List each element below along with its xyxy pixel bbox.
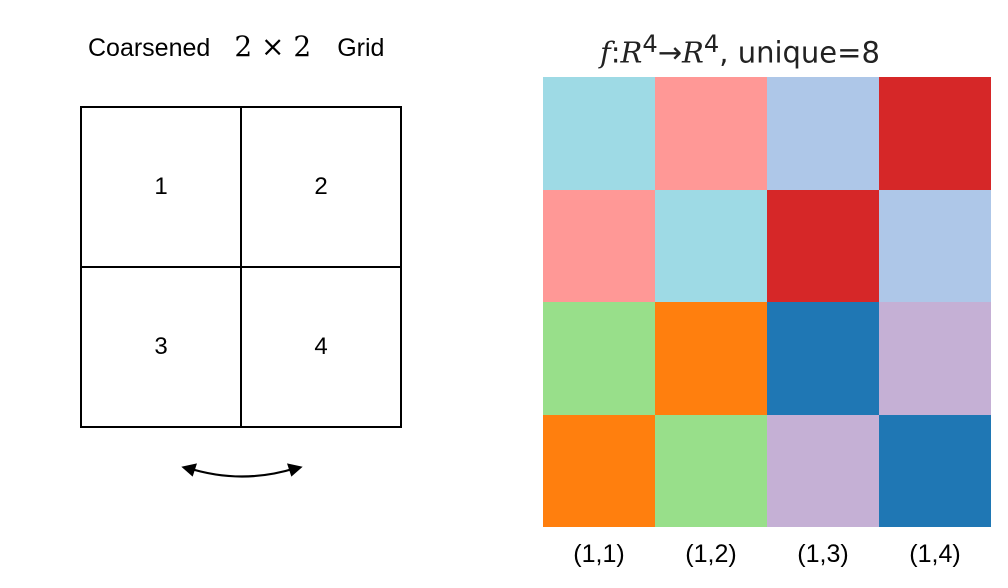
heatmap-cell-r3-c1 — [543, 302, 655, 415]
heatmap — [543, 77, 991, 527]
heatmap-cell-r3-c4 — [879, 302, 991, 415]
title-domain-exp: 4 — [642, 30, 658, 58]
coarsened-grid: 1 2 3 4 — [80, 106, 402, 428]
title-prefix: Coarsened — [88, 34, 211, 62]
curved-double-arrow-icon — [181, 463, 303, 478]
grid-cell-4: 4 — [241, 267, 400, 426]
title-rest: , unique=8 — [719, 35, 880, 70]
heatmap-cell-r4-c1 — [543, 414, 655, 527]
x-tick-label: (1,2) — [685, 540, 737, 568]
heatmap-cell-r1-c1 — [543, 77, 655, 190]
title-math: 2 × 2 — [234, 30, 312, 63]
grid-cell-1: 1 — [82, 108, 241, 267]
heatmap-cell-r4-c3 — [767, 414, 879, 527]
grid-cell-3: 3 — [82, 267, 241, 426]
heatmap-cell-r2-c1 — [543, 189, 655, 302]
grid-cell-2: 2 — [241, 108, 400, 267]
title-colon: : — [610, 35, 621, 70]
heatmap-cell-r3-c3 — [767, 302, 879, 415]
heatmap-cell-r2-c4 — [879, 189, 991, 302]
title-suffix: Grid — [337, 34, 385, 62]
x-tick-label: (1,1) — [573, 540, 625, 568]
title-codomain: R — [682, 35, 704, 70]
title-arrow: → — [657, 35, 683, 70]
heatmap-cell-r1-c4 — [879, 77, 991, 190]
heatmap-title: f:R4→R4, unique=8 — [600, 30, 880, 70]
heatmap-cell-r2-c2 — [655, 189, 767, 302]
title-domain: R — [620, 35, 643, 70]
title-codomain-exp: 4 — [703, 30, 720, 58]
coarsened-grid-title: Coarsened 2 × 2 Grid — [88, 30, 384, 63]
heatmap-cell-r2-c3 — [767, 189, 879, 302]
x-tick-label: (1,4) — [909, 540, 961, 568]
x-tick-label: (1,3) — [797, 540, 849, 568]
heatmap-cell-r1-c3 — [767, 77, 879, 190]
heatmap-cell-r1-c2 — [655, 77, 767, 190]
heatmap-cell-r3-c2 — [655, 302, 767, 415]
heatmap-cell-r4-c2 — [655, 414, 767, 527]
x-axis-labels: (1,1) (1,2) (1,3) (1,4) — [543, 540, 991, 569]
heatmap-cell-r4-c4 — [879, 414, 991, 527]
title-f: f — [600, 35, 611, 70]
